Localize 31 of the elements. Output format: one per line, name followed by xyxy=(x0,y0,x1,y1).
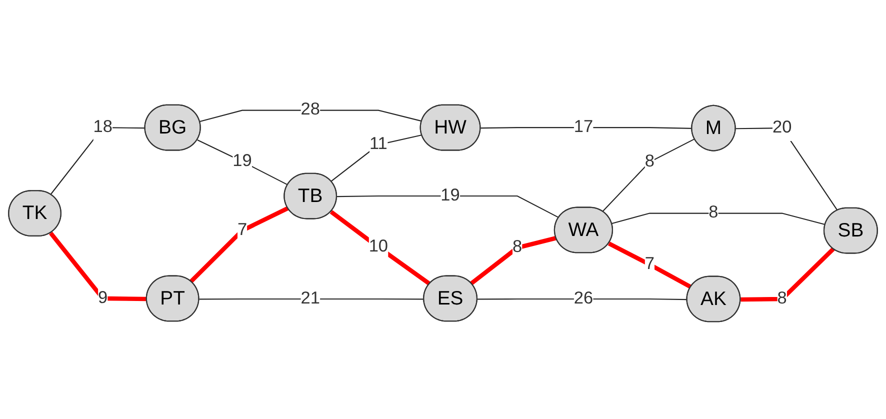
connector xyxy=(197,140,288,186)
connector xyxy=(740,247,835,302)
edge-label: 7 xyxy=(237,220,248,240)
edge-label: 26 xyxy=(574,289,594,308)
connector xyxy=(49,232,147,302)
edge-label: 28 xyxy=(300,100,320,119)
edge-label: 21 xyxy=(300,289,320,308)
connector xyxy=(477,298,688,300)
edge-label: 9 xyxy=(98,288,108,308)
connector xyxy=(612,212,826,226)
connector xyxy=(337,195,560,218)
edge-label: 8 xyxy=(644,152,654,171)
edge-label: 17 xyxy=(574,118,594,136)
edge-label: 10 xyxy=(368,238,388,256)
edge-label: 20 xyxy=(772,118,792,137)
connector xyxy=(199,298,424,300)
edge-label: 11 xyxy=(369,135,388,154)
connector xyxy=(602,138,695,212)
edge-label: 8 xyxy=(708,204,718,222)
connector xyxy=(189,206,289,284)
connector xyxy=(608,242,692,289)
edge-label: 7 xyxy=(644,254,654,274)
connector xyxy=(470,236,557,286)
connector xyxy=(330,210,432,286)
connector xyxy=(480,127,692,129)
edge-label: 19 xyxy=(232,152,252,170)
edge-label: 8 xyxy=(777,289,787,308)
connector xyxy=(200,110,422,122)
edge-label: 8 xyxy=(512,238,522,256)
edge-label: 19 xyxy=(440,186,460,205)
edge-label: 18 xyxy=(93,118,112,136)
